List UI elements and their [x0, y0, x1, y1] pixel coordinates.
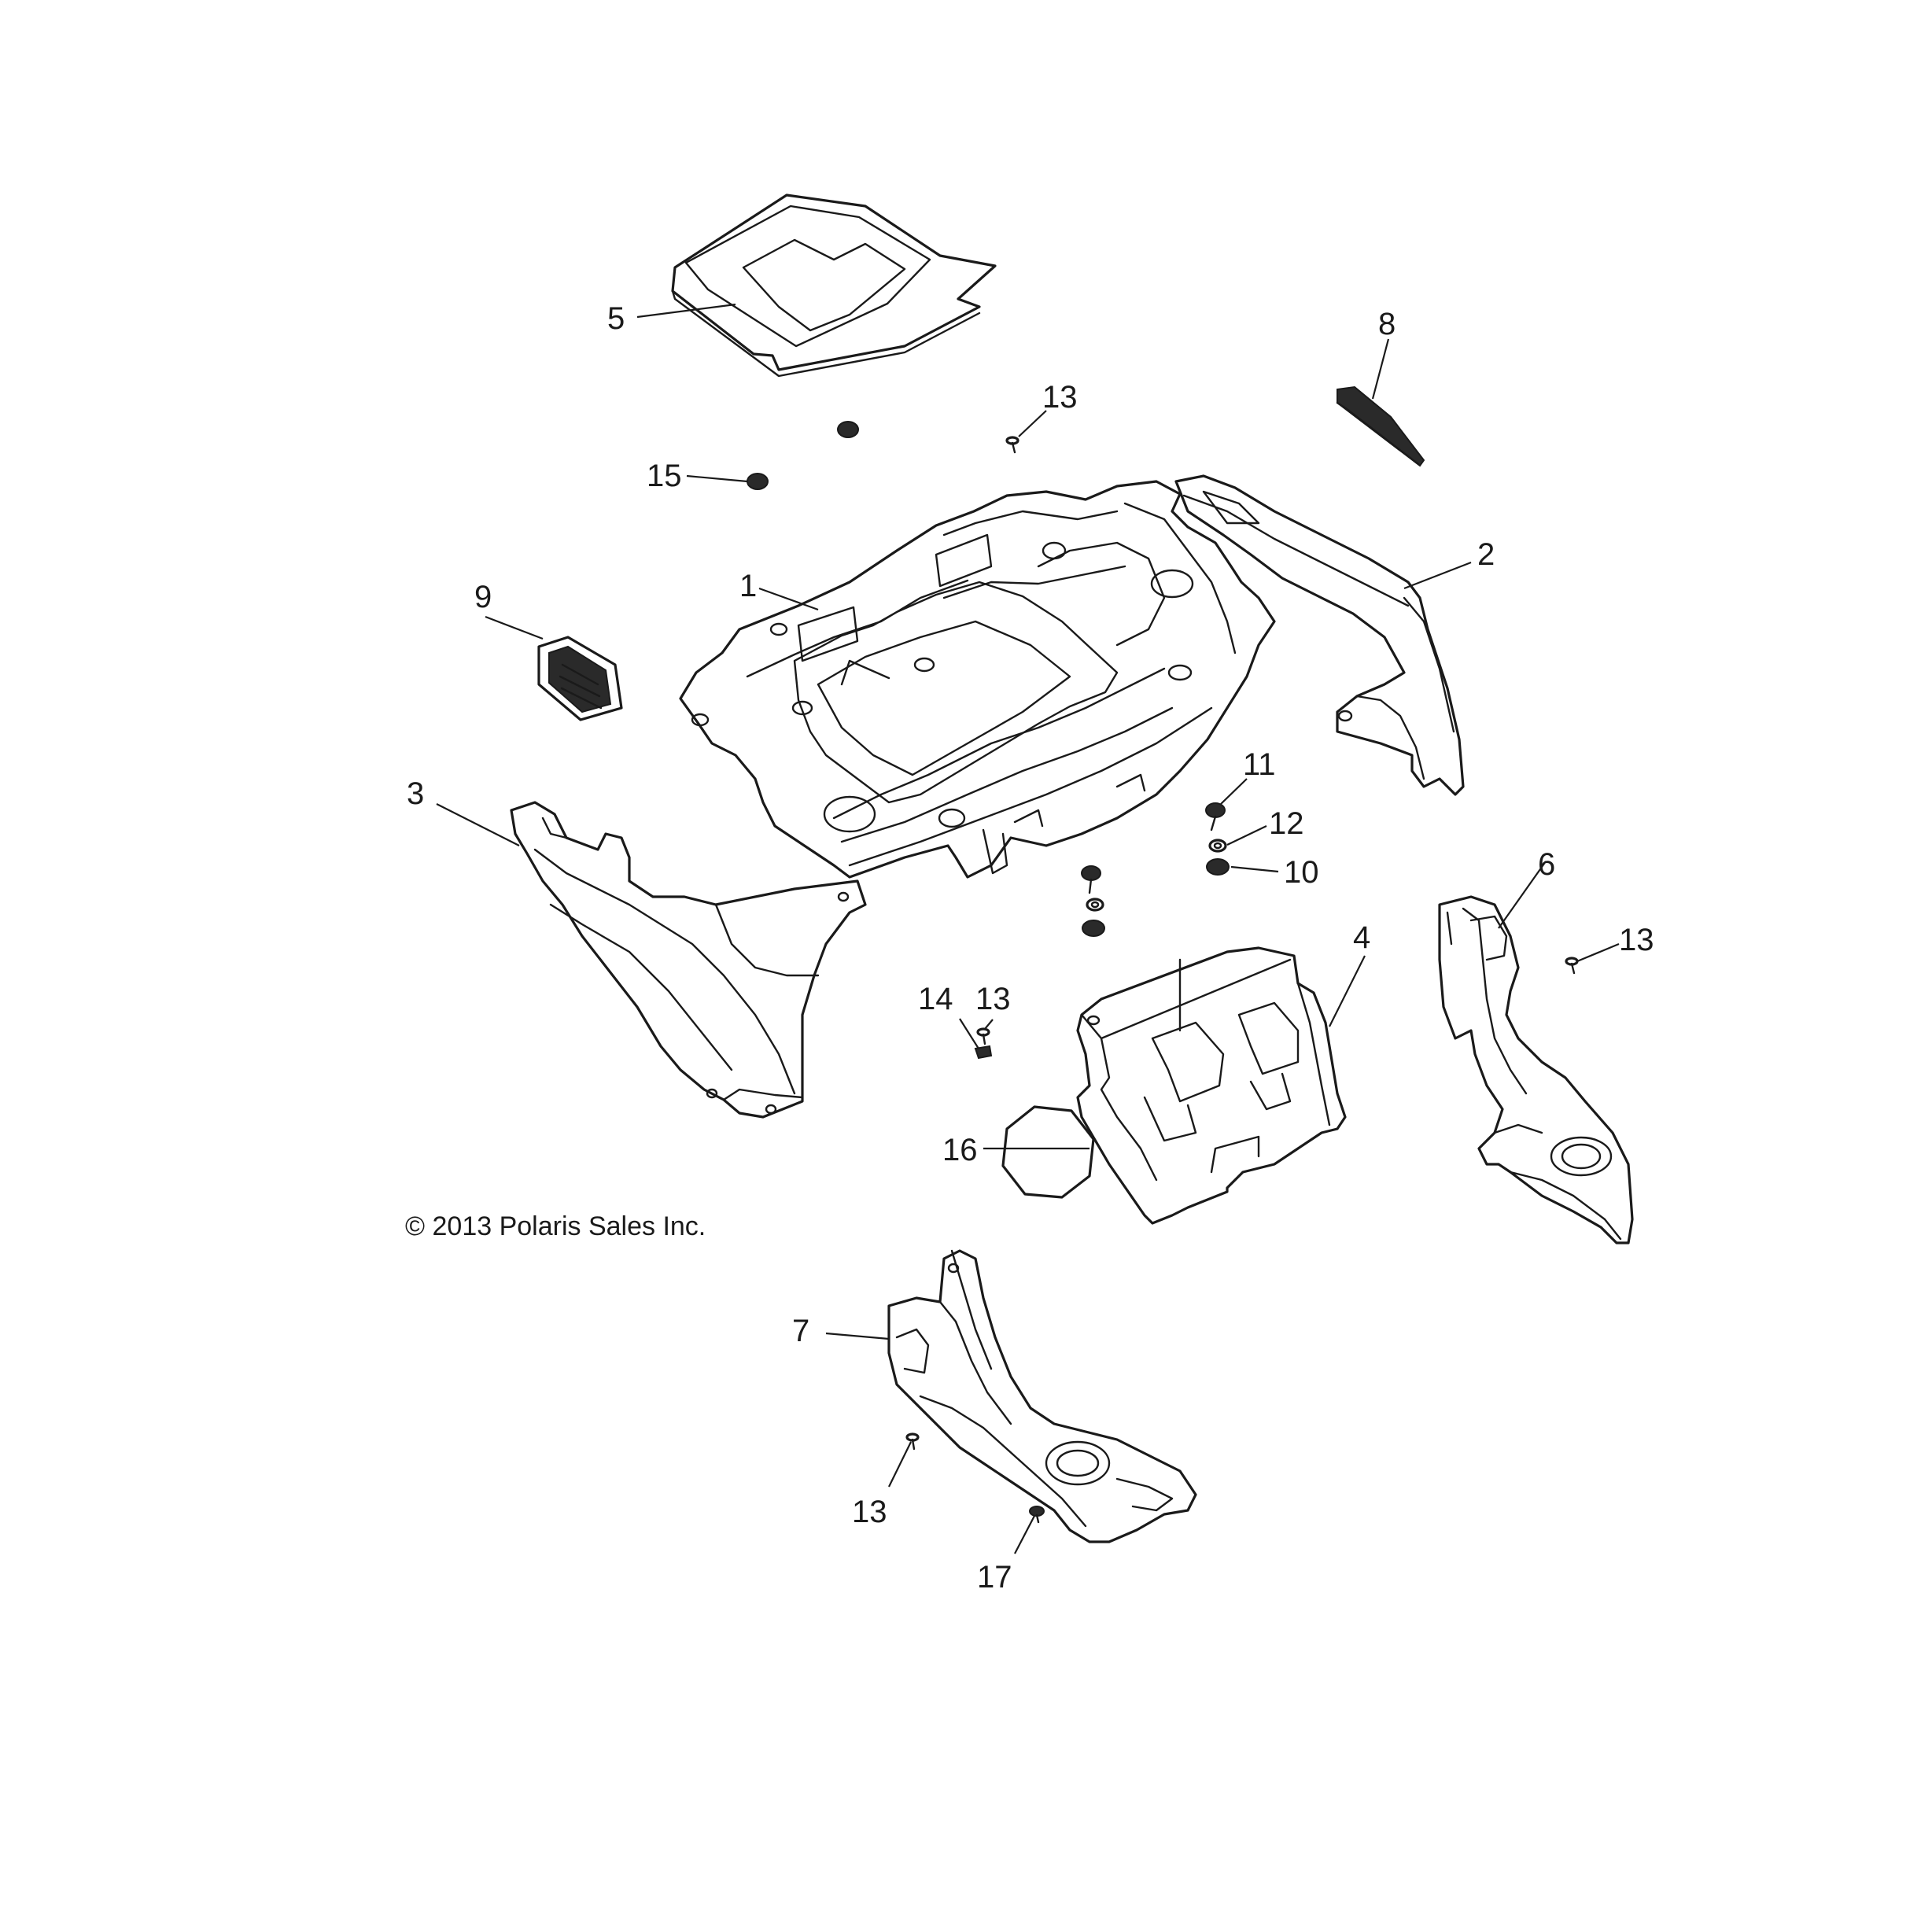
part-12-washer — [1086, 839, 1227, 912]
leader-13-right — [1576, 942, 1620, 963]
leader-8 — [1371, 338, 1390, 400]
callout-1: 1 — [739, 569, 757, 603]
callout-16: 16 — [942, 1133, 978, 1167]
leader-5 — [636, 303, 736, 319]
part-17-fastener — [1029, 1506, 1045, 1524]
part-10-nut — [1082, 858, 1230, 937]
callout-5: 5 — [607, 301, 625, 336]
leader-3 — [436, 803, 520, 846]
callout-10: 10 — [1284, 855, 1319, 890]
callout-4: 4 — [1353, 920, 1370, 955]
copyright-notice: © 2013 Polaris Sales Inc. — [405, 1211, 706, 1241]
leader-2 — [1403, 561, 1472, 590]
callouts: 5 8 13 15 2 1 9 3 11 12 10 6 4 13 14 13 … — [407, 301, 1654, 1595]
leader-17 — [1014, 1515, 1035, 1554]
part-8-trim-piece — [1336, 385, 1425, 467]
part-6-footwell-trim-right — [1438, 895, 1634, 1244]
leader-4 — [1329, 955, 1366, 1027]
callout-3: 3 — [407, 776, 424, 811]
callout-11: 11 — [1243, 747, 1276, 782]
part-11-push-fastener — [1081, 802, 1226, 894]
leader-13-mid — [984, 1019, 994, 1030]
callout-9: 9 — [474, 580, 492, 614]
callout-14: 14 — [918, 982, 953, 1016]
callout-6: 6 — [1538, 847, 1555, 882]
leader-lines — [436, 303, 1620, 1554]
leader-7 — [825, 1332, 890, 1340]
part-15-grommet — [747, 421, 859, 490]
part-14-clip — [974, 1045, 993, 1060]
part-2-side-panel-right — [1174, 474, 1465, 796]
part-9-vent-grille — [537, 636, 623, 721]
callout-13-mid: 13 — [975, 982, 1011, 1016]
part-7-footwell-trim-left — [887, 1249, 1197, 1543]
leader-11 — [1220, 778, 1248, 805]
callout-7: 7 — [792, 1314, 809, 1348]
part-13-screw-bottom — [905, 1432, 920, 1451]
part-13-screw-right — [1565, 957, 1579, 975]
callout-13-right: 13 — [1619, 923, 1654, 957]
leader-13-top — [1018, 410, 1047, 437]
leader-6 — [1498, 861, 1547, 929]
callout-8: 8 — [1378, 307, 1396, 341]
callout-13-top: 13 — [1042, 380, 1078, 415]
callout-2: 2 — [1477, 537, 1495, 572]
leader-12 — [1226, 825, 1267, 846]
leader-15 — [686, 474, 748, 483]
part-5-storage-lid — [671, 194, 997, 378]
callout-15: 15 — [647, 459, 682, 493]
part-1-storage-tub — [679, 480, 1276, 879]
leader-10 — [1230, 865, 1279, 873]
part-16-octagon-label — [1001, 1105, 1095, 1199]
callout-17: 17 — [977, 1560, 1012, 1595]
callout-13-bottom: 13 — [852, 1495, 887, 1529]
part-13-screw-top — [1005, 436, 1019, 454]
leader-9 — [485, 615, 544, 640]
part-3-side-panel-left — [510, 801, 867, 1119]
leader-14 — [959, 1018, 979, 1049]
leader-13-bottom — [888, 1441, 912, 1488]
leader-1 — [758, 587, 819, 611]
callout-12: 12 — [1269, 806, 1304, 841]
part-4-floor-tray — [1076, 946, 1347, 1225]
part-13-screw-mid — [976, 1027, 990, 1045]
